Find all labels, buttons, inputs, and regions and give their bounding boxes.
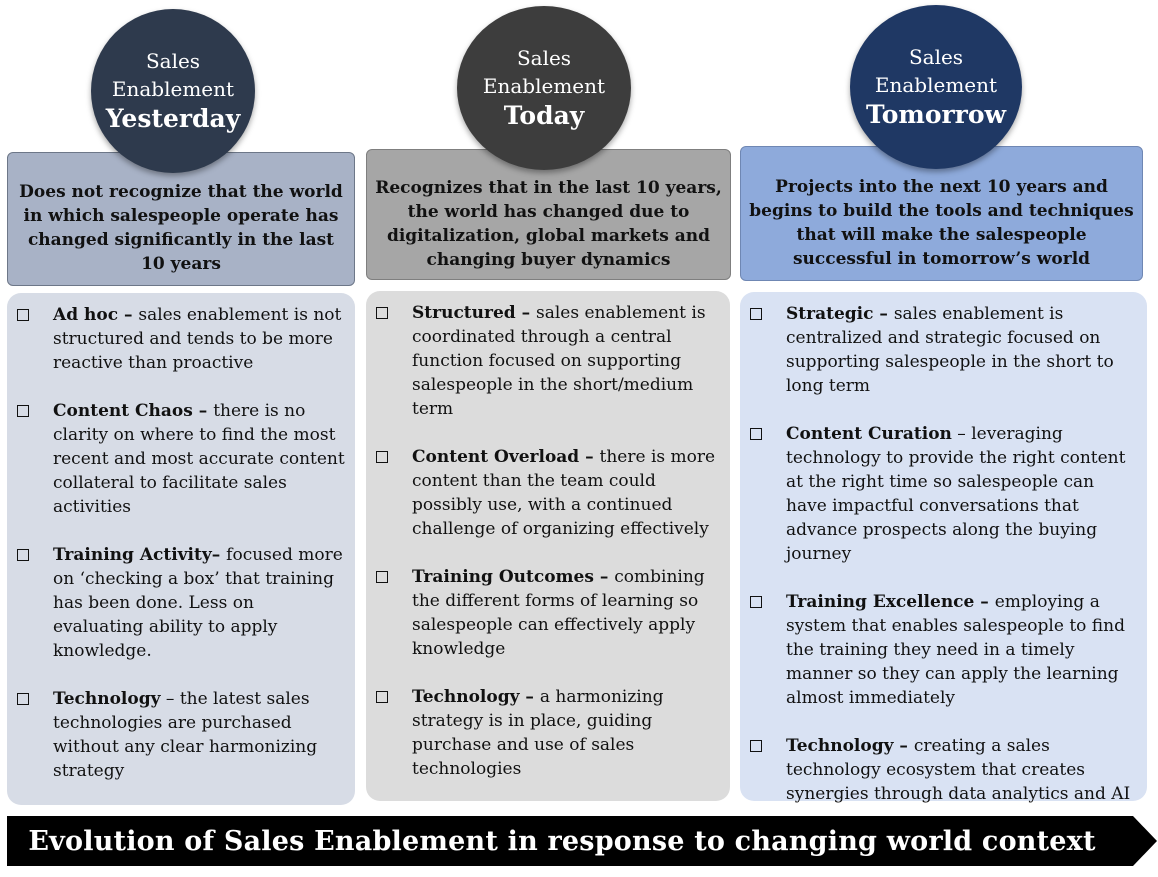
circle-yesterday: Sales Enablement Yesterday (91, 9, 255, 173)
list-item: Technology – creating a sales technology… (750, 734, 1137, 806)
item-text: leveraging technology to provide the rig… (786, 424, 1126, 564)
list-item: Training Activity– focused more on ‘chec… (17, 543, 345, 663)
checkbox-icon (17, 693, 29, 705)
item-sep: – (579, 447, 600, 467)
checkbox-icon (376, 691, 388, 703)
item-sep: – (873, 304, 894, 324)
checkbox-icon (376, 451, 388, 463)
item-title: Content Overload (412, 447, 580, 467)
list-item: Technology – the latest sales technologi… (17, 687, 345, 783)
item-title: Technology (786, 736, 894, 756)
header-text: Does not recognize that the world in whi… (19, 182, 343, 274)
item-sep: – (593, 567, 615, 587)
header-text: Projects into the next 10 years and begi… (749, 176, 1134, 269)
list-item: Training Excellence – employing a system… (750, 590, 1137, 710)
list-item: Content Chaos – there is no clarity on w… (17, 399, 345, 519)
item-title: Training Outcomes (412, 567, 594, 587)
item-text: there is no clarity on where to find the… (53, 401, 345, 517)
item-text: the latest sales technologies are purcha… (53, 689, 318, 781)
body-tomorrow: Strategic – sales enablement is centrali… (740, 292, 1147, 804)
item-text: sales enablement is coordinated through … (412, 303, 706, 419)
checkbox-icon (750, 596, 762, 608)
list-item: Training Outcomes – combining the differ… (376, 565, 720, 661)
item-sep: – (192, 401, 214, 421)
circle-tomorrow: Sales Enablement Tomorrow (850, 5, 1022, 169)
list-item: Technology – a harmonizing strategy is i… (376, 685, 720, 781)
checkbox-icon (750, 428, 762, 440)
item-sep: – (211, 545, 227, 565)
body-yesterday: Ad hoc – sales enablement is not structu… (7, 293, 355, 805)
item-text: focused more on ‘checking a box’ that tr… (53, 545, 343, 661)
circle-today: Sales Enablement Today (457, 6, 631, 170)
list-item: Structured – sales enablement is coordin… (376, 301, 720, 421)
circle-line3: Tomorrow (865, 100, 1007, 129)
item-title: Content Curation (786, 424, 952, 444)
circle-line1: Sales (145, 49, 201, 73)
item-title: Strategic (786, 304, 874, 324)
item-title: Technology (412, 687, 520, 707)
circle-line1: Sales (516, 46, 572, 70)
header-today: Recognizes that in the last 10 years, th… (366, 149, 731, 280)
circle-line2: Enablement (874, 73, 998, 97)
list-item: Ad hoc – sales enablement is not structu… (17, 303, 345, 375)
checkbox-icon (17, 309, 29, 321)
banner-text: Evolution of Sales Enablement in respons… (28, 825, 1096, 857)
item-title: Ad hoc (53, 305, 119, 325)
banner-arrow-shape (7, 816, 1157, 866)
item-sep: – (951, 424, 972, 444)
item-text: combining the different forms of learnin… (412, 567, 705, 659)
item-sep: – (974, 592, 995, 612)
checkbox-icon (17, 549, 29, 561)
circle-line2: Enablement (482, 74, 606, 98)
header-text: Recognizes that in the last 10 years, th… (375, 177, 722, 270)
item-text: a harmonizing strategy is in place, guid… (412, 687, 664, 779)
circle-line2: Enablement (111, 77, 235, 101)
item-title: Structured (412, 303, 516, 323)
item-sep: – (893, 736, 914, 756)
item-sep: – (515, 303, 537, 323)
header-yesterday: Does not recognize that the world in whi… (7, 152, 355, 286)
item-title: Technology (53, 689, 161, 709)
circle-line1: Sales (908, 45, 964, 69)
list-item: Strategic – sales enablement is centrali… (750, 302, 1137, 398)
checkbox-icon (750, 308, 762, 320)
list-item: Content Curation – leveraging technology… (750, 422, 1137, 566)
item-text: there is more content than the team coul… (412, 447, 716, 539)
checkbox-icon (376, 307, 388, 319)
item-title: Training Excellence (786, 592, 975, 612)
item-text: sales enablement is not structured and t… (53, 305, 342, 373)
circle-line3: Today (503, 101, 585, 130)
item-text: sales enablement is centralized and stra… (786, 304, 1114, 396)
circle-line3: Yesterday (105, 104, 241, 133)
evolution-banner: Evolution of Sales Enablement in respons… (7, 816, 1157, 866)
item-text: creating a sales technology ecosystem th… (786, 736, 1131, 804)
item-title: Training Activity (53, 545, 212, 565)
body-today: Structured – sales enablement is coordin… (366, 291, 730, 801)
item-title: Content Chaos (53, 401, 193, 421)
list-item: Content Overload – there is more content… (376, 445, 720, 541)
checkbox-icon (17, 405, 29, 417)
item-sep: – (160, 689, 180, 709)
checkbox-icon (750, 740, 762, 752)
item-text: employing a system that enables salespeo… (786, 592, 1125, 708)
item-sep: – (519, 687, 540, 707)
item-sep: – (118, 305, 139, 325)
checkbox-icon (376, 571, 388, 583)
